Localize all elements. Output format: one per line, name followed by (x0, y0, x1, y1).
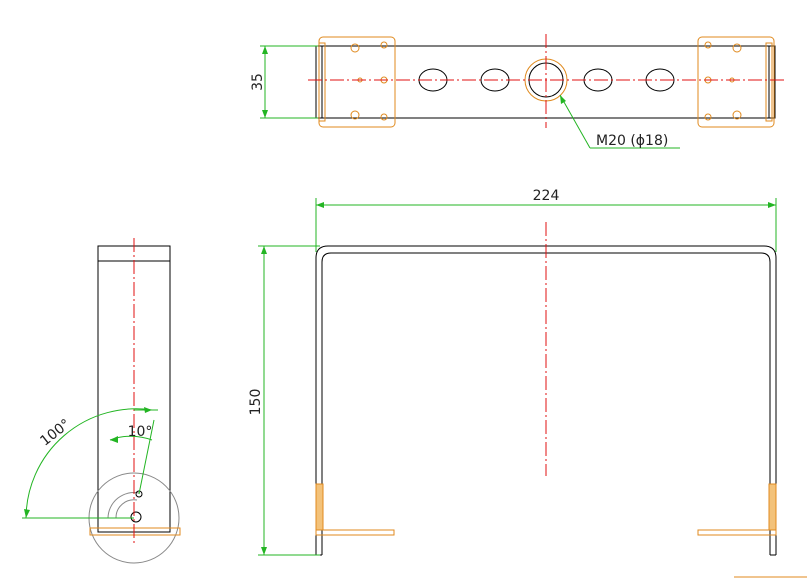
angle-100-label: 100° (37, 416, 73, 449)
dimension-150: 150 (248, 389, 264, 416)
top-view-right-bracket (697, 36, 775, 128)
side-view-base (89, 527, 181, 536)
top-view-left-bracket (318, 36, 396, 128)
front-view: 224 150 (248, 188, 777, 556)
top-view: 35 M20 (ϕ18) (250, 34, 785, 149)
angle-10-label: 10° (128, 424, 153, 440)
front-left-foot-flange (315, 483, 324, 531)
top-view-left-bracket-flange (318, 42, 326, 122)
slot-end-hole (135, 490, 143, 498)
front-left-foot (315, 529, 395, 536)
dimension-224: 224 (533, 188, 560, 204)
top-view-right-bracket-flange (765, 42, 773, 122)
angle-100-arc (25, 408, 153, 519)
front-right-foot (697, 529, 777, 536)
front-right-foot-flange (768, 483, 777, 531)
dimension-35: 35 (250, 73, 266, 91)
side-view: 100° 10° (22, 238, 181, 564)
pivot-hole (130, 511, 142, 523)
hole-callout: M20 (ϕ18) (596, 133, 668, 149)
